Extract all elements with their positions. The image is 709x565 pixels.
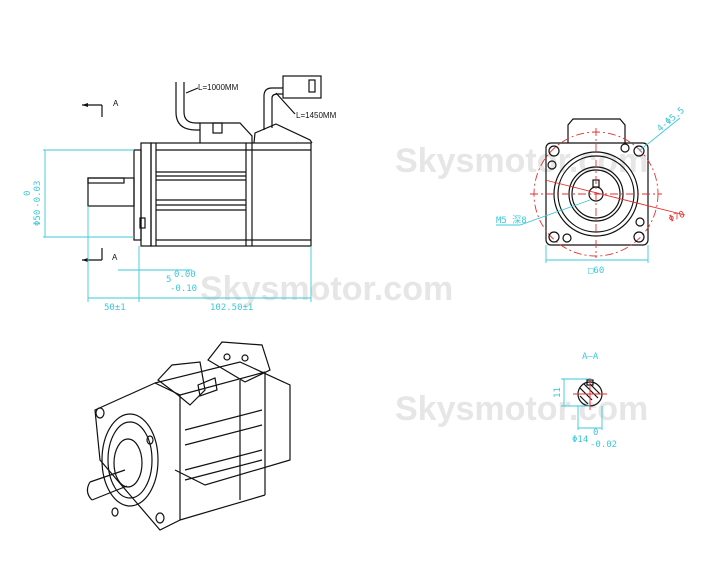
watermark: Skysmotor.com	[395, 142, 648, 180]
shaft-length-dim: 50±1	[104, 303, 126, 313]
watermark: Skysmotor.com	[200, 270, 453, 308]
section-mark-bottom: A	[112, 253, 118, 262]
flange-square-dim: □60	[588, 266, 604, 276]
section-tol-upper: 0	[593, 428, 598, 438]
front-view: 4-Φ5.5 Φ70 M5 深8 □60	[496, 106, 687, 276]
section-title: A—A	[582, 352, 599, 362]
isometric-view	[86, 341, 291, 531]
section-tol-lower: -0.02	[590, 440, 617, 450]
mount-holes-dim: 4-Φ5.5	[656, 106, 687, 135]
key-height-dim: 11	[553, 387, 563, 398]
bolt-circle-dim: Φ70	[668, 210, 687, 225]
cable-power-length: L=1000MM	[198, 83, 239, 92]
shaft-diameter-dim: Φ50-0.03	[33, 181, 43, 226]
side-view: A A L=1000MM L=1450MM Φ50-0.03 0 5 0.	[23, 75, 337, 313]
flange-thickness: 5	[166, 275, 171, 285]
section-view: A—A 11 Φ14 0 -0.02	[553, 352, 617, 450]
section-mark-top: A	[113, 99, 119, 108]
section-shaft-diameter: Φ14	[572, 435, 588, 445]
cable-encoder-length: L=1450MM	[296, 111, 337, 120]
body-length-dim: 102.50±1	[210, 303, 253, 313]
shaft-diameter-tol-upper: 0	[23, 191, 33, 196]
flange-thickness-tol-lower: -0.10	[170, 284, 197, 294]
watermark: Skysmotor.com	[395, 390, 648, 428]
thread-dim: M5 深8	[496, 215, 527, 226]
flange-thickness-tol-upper: 0.00	[174, 270, 196, 280]
